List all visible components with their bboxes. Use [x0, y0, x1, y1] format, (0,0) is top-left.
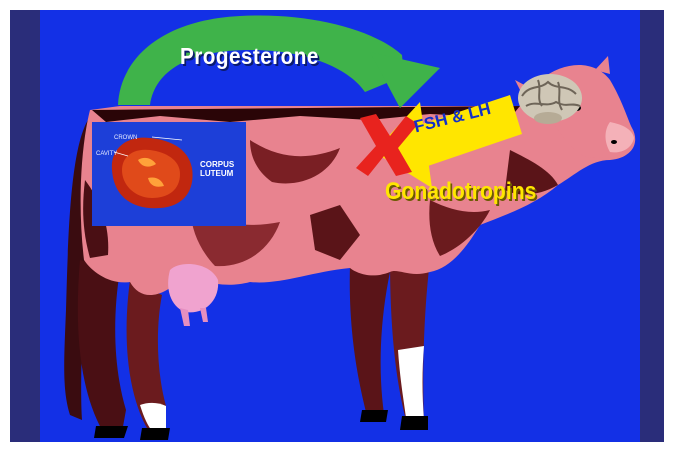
diagram-art [10, 10, 664, 442]
slide: Progesterone FSH & LH Gonadotropins CROW… [10, 10, 664, 442]
cavity-label: CAVITY [96, 151, 117, 157]
gonadotropins-label: Gonadotropins [385, 178, 536, 206]
crown-label: CROWN [114, 135, 137, 141]
corpus-luteum-label: CORPUS LUTEUM [200, 160, 250, 178]
progesterone-label: Progesterone [180, 43, 319, 70]
